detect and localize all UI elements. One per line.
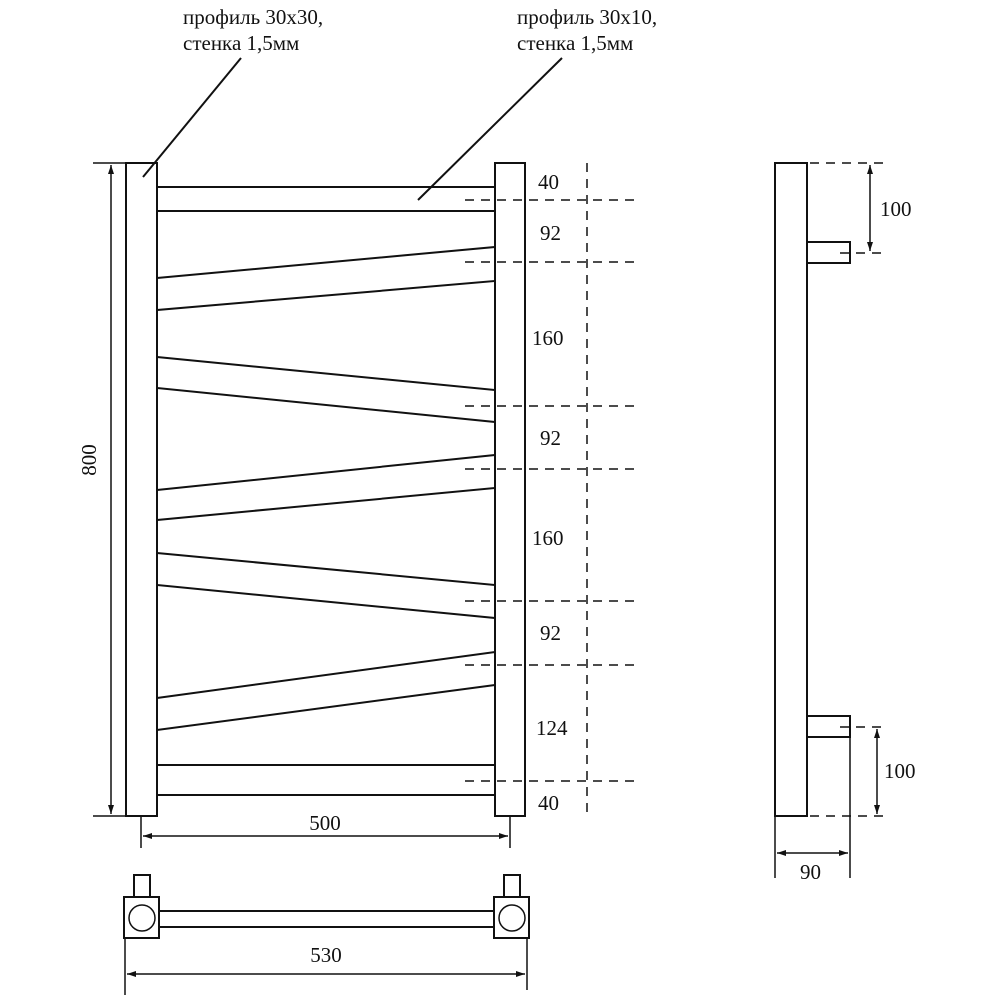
spacing-label: 40 <box>538 791 559 815</box>
plan-view: 530 <box>123 874 530 995</box>
stub-right <box>503 874 521 898</box>
profile-callout-left: профиль 30x30, стенка 1,5мм <box>142 5 323 178</box>
rung <box>156 186 496 212</box>
spacing-label: 160 <box>532 326 564 350</box>
front-view: 800 500 40 92 160 92 160 92 124 40 <box>77 162 635 848</box>
dimension-width-axis: 500 <box>309 811 341 835</box>
post-right <box>493 896 530 939</box>
spacing-label: 160 <box>532 526 564 550</box>
pipe-circle-left <box>128 904 156 932</box>
rung <box>156 650 496 732</box>
leader-line <box>142 57 242 178</box>
dimension-connection-top: 100 <box>880 197 912 221</box>
spacing-label: 92 <box>540 426 561 450</box>
stub-left <box>133 874 151 898</box>
post-left <box>123 896 160 939</box>
spacing-label: 124 <box>536 716 568 740</box>
left-post <box>125 162 158 817</box>
rung <box>156 551 496 620</box>
side-view: 100 100 90 <box>774 162 916 884</box>
callout-text: стенка 1,5мм <box>183 31 299 55</box>
callout-text: профиль 30x30, <box>183 5 323 29</box>
spacing-label: 40 <box>538 170 559 194</box>
rung <box>156 764 496 796</box>
dimension-connection-bottom: 100 <box>884 759 916 783</box>
rungs <box>156 186 496 796</box>
dimension-depth: 90 <box>800 860 821 884</box>
right-post <box>494 162 526 817</box>
pipe-circle-right <box>498 904 526 932</box>
callout-text: профиль 30x10, <box>517 5 657 29</box>
callout-text: стенка 1,5мм <box>517 31 633 55</box>
spacing-label: 92 <box>540 621 561 645</box>
rung <box>156 453 496 522</box>
leader-line <box>417 57 563 201</box>
rung <box>156 245 496 312</box>
side-post <box>774 162 808 817</box>
spacing-label: 92 <box>540 221 561 245</box>
connection-stub-top <box>806 241 851 264</box>
dimension-height: 800 <box>77 444 101 476</box>
connection-stub-bottom <box>806 715 851 738</box>
dimension-total-width: 530 <box>310 943 342 967</box>
rung <box>156 355 496 424</box>
profile-callout-right: профиль 30x10, стенка 1,5мм <box>417 5 657 201</box>
